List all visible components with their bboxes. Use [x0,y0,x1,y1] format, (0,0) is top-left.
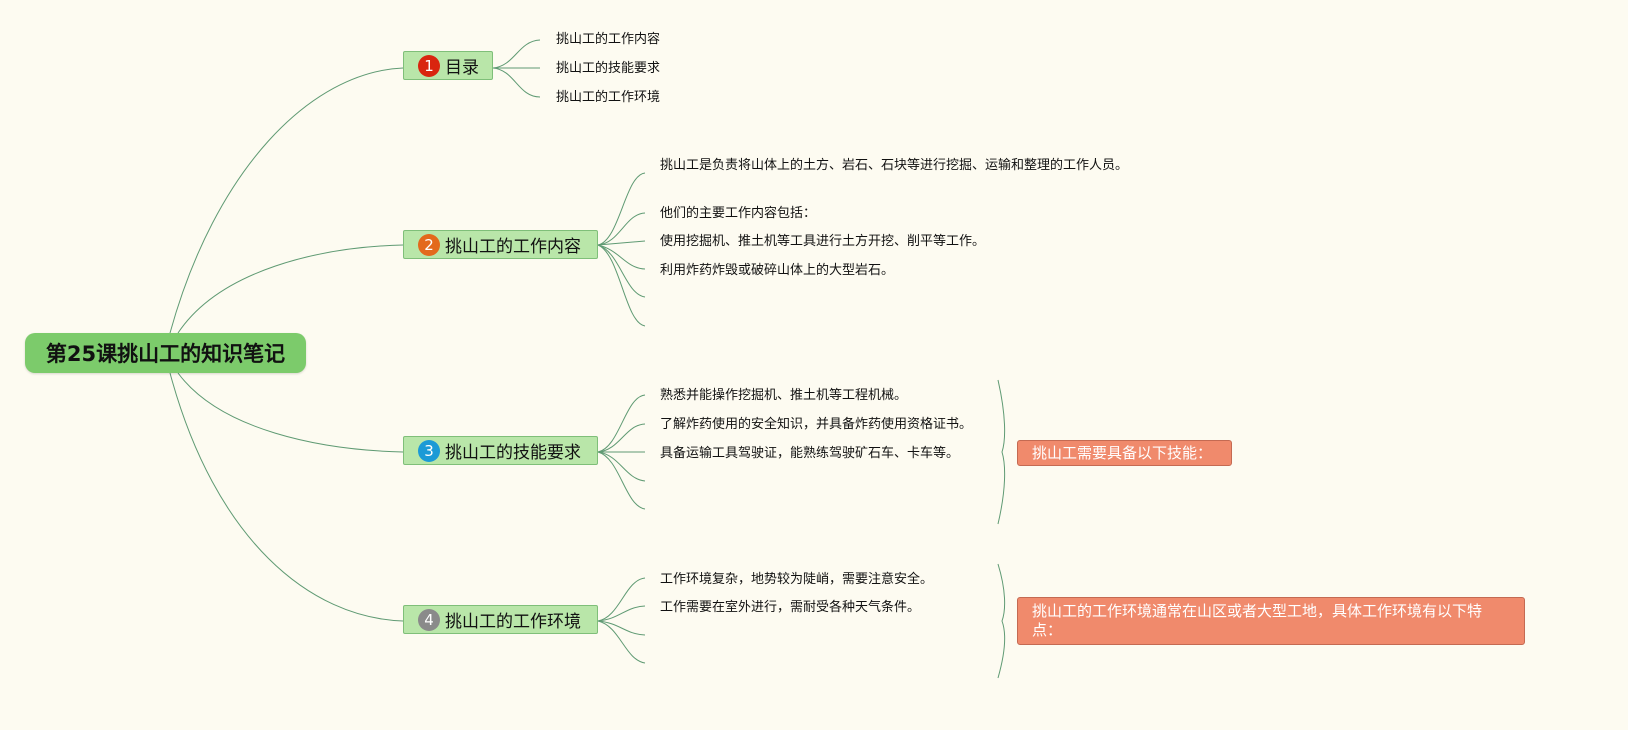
leaf-2-2[interactable]: 他们的主要工作内容包括： [660,206,817,221]
number-4-icon: 4 [418,608,440,631]
summary-callout-3[interactable]: 挑山工需要具备以下技能： [1017,440,1232,466]
leaf-4-1[interactable]: 工作环境复杂，地势较为陡峭，需要注意安全。 [660,572,934,587]
branch-label-1: 目录 [445,58,479,78]
branch-topic-3[interactable]: 3 挑山工的技能要求 [403,436,598,465]
branch-label-2: 挑山工的工作内容 [445,237,581,257]
link-root-branch-1 [169,67,404,334]
leaf-3-3[interactable]: 具备运输工具驾驶证，能熟练驾驶矿石车、卡车等。 [660,446,960,461]
leaf-3-1[interactable]: 熟悉并能操作挖掘机、推土机等工程机械。 [660,388,908,403]
leaf-4-2[interactable]: 工作需要在室外进行，需耐受各种天气条件。 [660,600,921,615]
leaf-2-4[interactable]: 利用炸药炸毁或破碎山体上的大型岩石。 [660,263,895,278]
summary-callout-4[interactable]: 挑山工的工作环境通常在山区或者大型工地，具体工作环境有以下特点： [1017,597,1525,645]
leaf-1-3[interactable]: 挑山工的工作环境 [556,90,661,105]
branch-topic-1[interactable]: 1 目录 [403,51,493,80]
summary-brace-4 [997,563,1006,679]
summary-brace-3 [997,379,1006,525]
leaf-3-2[interactable]: 了解炸药使用的安全知识，并具备炸药使用资格证书。 [660,417,973,432]
branch-label-4: 挑山工的工作环境 [445,612,581,632]
leaf-2-1[interactable]: 挑山工是负责将山体上的土方、岩石、石块等进行挖掘、运输和整理的工作人员。 [660,158,1129,173]
root-topic[interactable]: 第25课挑山工的知识笔记 [25,333,306,373]
leaf-1-2[interactable]: 挑山工的技能要求 [556,61,661,76]
leaf-2-3[interactable]: 使用挖掘机、推土机等工具进行土方开挖、削平等工作。 [660,234,986,249]
number-1-icon: 1 [418,54,440,77]
link-root-branch-4 [169,372,404,622]
link-root-branch-2 [177,244,404,334]
number-3-icon: 3 [418,439,440,462]
leaf-1-1[interactable]: 挑山工的工作内容 [556,32,661,47]
branch-topic-4[interactable]: 4 挑山工的工作环境 [403,605,598,634]
link-root-branch-3 [177,372,404,453]
branch-label-3: 挑山工的技能要求 [445,443,581,463]
branch-topic-2[interactable]: 2 挑山工的工作内容 [403,230,598,259]
number-2-icon: 2 [418,233,440,256]
